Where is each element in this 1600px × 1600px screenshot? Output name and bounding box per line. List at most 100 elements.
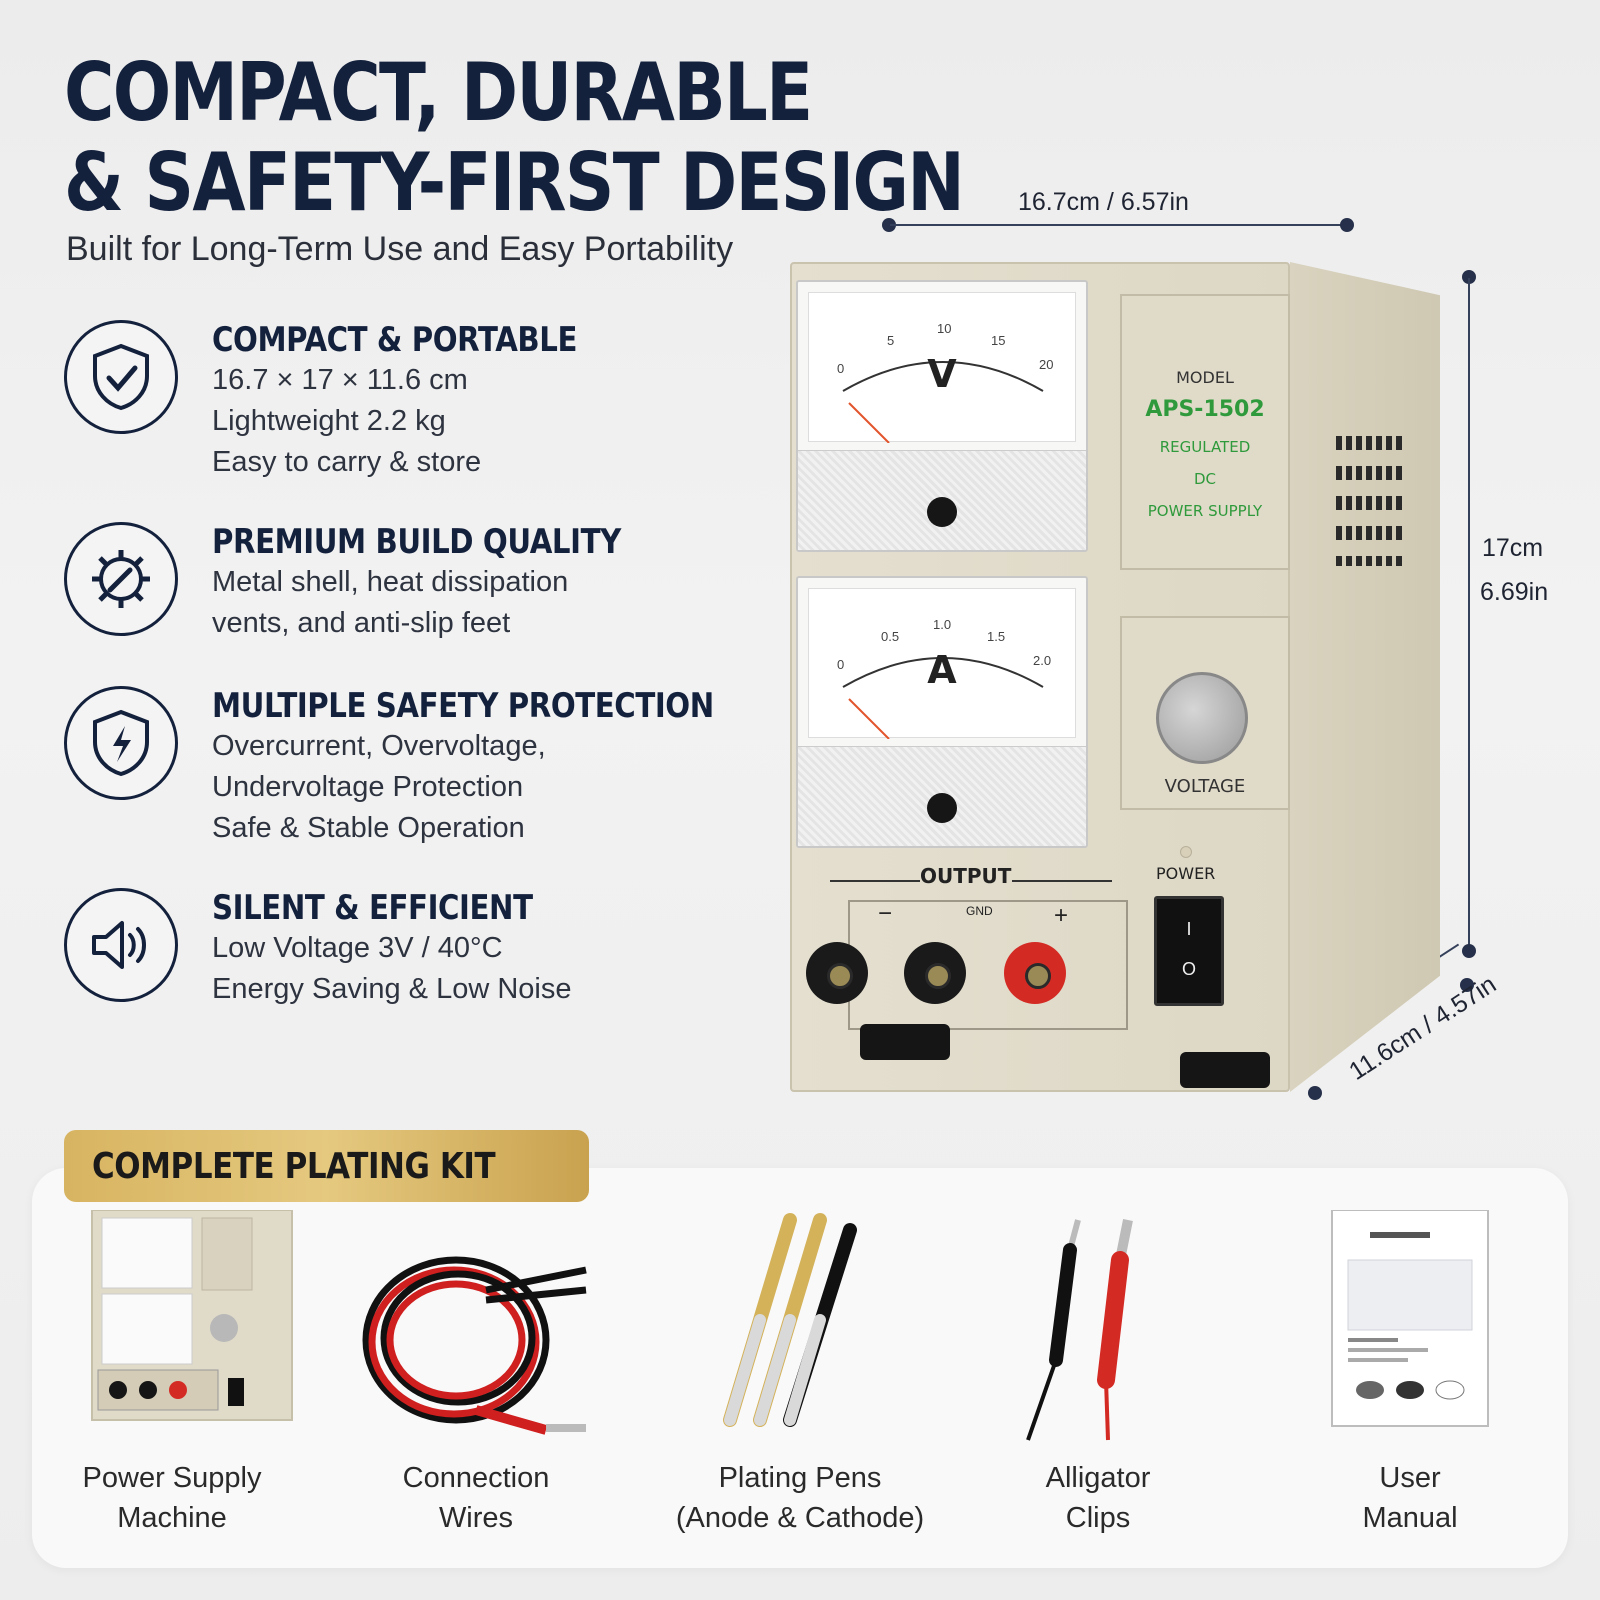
kit-item-label: Machine — [117, 1502, 227, 1534]
kit-badge: COMPLETE PLATING KIT — [64, 1130, 589, 1202]
voltage-label: VOLTAGE — [1164, 776, 1246, 797]
kit-item-alligator-clips: Alligator Clips — [958, 1210, 1238, 1540]
device-side-panel — [1290, 262, 1440, 1092]
vent-slots — [1336, 436, 1406, 566]
kit-item-wires: Connection Wires — [336, 1210, 616, 1540]
voltmeter-unit: V — [927, 352, 957, 396]
divider — [830, 880, 920, 882]
power-supply-icon — [32, 1209, 312, 1450]
minus-label: − — [878, 900, 893, 927]
height-dimension-line — [1468, 278, 1470, 948]
dimension-endpoint — [1340, 218, 1354, 232]
kit-item-label: Manual — [1362, 1502, 1458, 1534]
scale-label: 2.0 — [1033, 653, 1052, 668]
scale-label: 10 — [937, 321, 952, 336]
power-label: POWER — [1156, 864, 1216, 883]
kit-item-user-manual: User Manual — [1270, 1209, 1550, 1540]
voltage-knob[interactable] — [1156, 672, 1248, 764]
page-title: COMPACT, DURABLE & SAFETY-FIRST DESIGN — [64, 46, 965, 229]
rubber-foot — [860, 1024, 950, 1060]
power-switch[interactable]: I O — [1154, 896, 1224, 1006]
feature-line: Metal shell, heat dissipation — [212, 566, 569, 598]
feature-line: Overcurrent, Overvoltage, — [212, 730, 546, 762]
width-dimension-line — [890, 224, 1346, 226]
kit-item-label: Plating Pens — [718, 1462, 882, 1494]
feature-safety-protection: MULTIPLE SAFETY PROTECTION Overcurrent, … — [64, 686, 714, 856]
dimension-endpoint — [1462, 270, 1476, 284]
ammeter-face: 0 0.5 1.0 1.5 2.0 — [808, 588, 1076, 739]
kit-item-label: Power Supply — [82, 1462, 262, 1494]
scale-label: 5 — [887, 333, 895, 348]
switch-off-label: O — [1181, 959, 1196, 979]
headline-line-2: & SAFETY-FIRST DESIGN — [64, 136, 965, 229]
feature-line: 16.7 × 17 × 11.6 cm — [212, 364, 468, 396]
kit-badge-label: COMPLETE PLATING KIT — [92, 1145, 496, 1187]
kit-item-label: Connection — [402, 1462, 550, 1494]
feature-line: Undervoltage Protection — [212, 771, 524, 803]
scale-label: 0 — [837, 657, 845, 672]
dimension-endpoint — [1462, 944, 1476, 958]
manual-icon — [1270, 1209, 1550, 1450]
ammeter-unit: A — [927, 648, 957, 692]
feature-line: Energy Saving & Low Noise — [212, 973, 572, 1005]
wires-icon — [336, 1210, 616, 1450]
scale-label: 1.5 — [987, 629, 1006, 644]
scale-label: 0.5 — [881, 629, 900, 644]
kit-item-label: Alligator — [1045, 1462, 1151, 1494]
panel-text: REGULATED — [1159, 438, 1251, 456]
gnd-label: GND — [966, 904, 993, 918]
scale-label: 15 — [991, 333, 1006, 348]
width-dimension-label: 16.7cm / 6.57in — [1018, 188, 1189, 216]
model-label: MODEL — [1176, 368, 1234, 387]
feature-title: MULTIPLE SAFETY PROTECTION — [212, 686, 714, 726]
ammeter: 0 0.5 1.0 1.5 2.0 A — [796, 576, 1088, 848]
feature-title: COMPACT & PORTABLE — [212, 320, 578, 360]
zero-adjust-knob[interactable] — [927, 793, 957, 823]
kit-item-label: User — [1379, 1462, 1441, 1494]
model-panel: MODEL APS-1502 REGULATED DC POWER SUPPLY — [1120, 294, 1290, 570]
scale-label: 0 — [837, 361, 845, 376]
dimension-endpoint — [882, 218, 896, 232]
shield-check-icon — [64, 320, 178, 434]
dimension-endpoint — [1308, 1086, 1322, 1100]
power-indicator — [1180, 846, 1192, 858]
alligator-clips-icon — [958, 1210, 1238, 1450]
plus-label: + — [1054, 902, 1069, 929]
feature-title: SILENT & EFFICIENT — [212, 888, 533, 928]
divider — [1012, 880, 1112, 882]
height-dimension-label-in: 6.69in — [1480, 578, 1549, 606]
dimension-endpoint — [1460, 978, 1474, 992]
page-subtitle: Built for Long-Term Use and Easy Portabi… — [66, 230, 734, 268]
scale-label: 1.0 — [933, 617, 952, 632]
voltmeter-face: 0 5 10 15 20 — [808, 292, 1076, 443]
switch-on-label: I — [1186, 919, 1192, 939]
kit-item-label: Clips — [1065, 1502, 1131, 1534]
feature-line: Safe & Stable Operation — [212, 812, 525, 844]
ground-terminal[interactable] — [904, 942, 966, 1004]
plating-pens-icon — [660, 1210, 940, 1450]
kit-item-label: (Anode & Cathode) — [675, 1502, 925, 1534]
feature-build-quality: PREMIUM BUILD QUALITY Metal shell, heat … — [64, 522, 704, 652]
kit-item-label: Wires — [438, 1502, 514, 1534]
negative-terminal[interactable] — [806, 942, 868, 1004]
kit-item-plating-pens: Plating Pens (Anode & Cathode) — [660, 1210, 940, 1540]
feature-line: Lightweight 2.2 kg — [212, 405, 446, 437]
kit-item-power-supply: Power Supply Machine — [32, 1209, 312, 1540]
shield-bolt-icon — [64, 686, 178, 800]
scale-label: 20 — [1039, 357, 1054, 372]
zero-adjust-knob[interactable] — [927, 497, 957, 527]
rubber-foot — [1180, 1052, 1270, 1088]
positive-terminal[interactable] — [1004, 942, 1066, 1004]
feature-line: vents, and anti-slip feet — [212, 607, 511, 639]
panel-text: DC — [1193, 470, 1217, 488]
feature-silent-efficient: SILENT & EFFICIENT Low Voltage 3V / 40°C… — [64, 888, 704, 1018]
height-dimension-label-cm: 17cm — [1482, 534, 1544, 562]
feature-title: PREMIUM BUILD QUALITY — [212, 522, 621, 562]
feature-line: Easy to carry & store — [212, 446, 482, 478]
voltmeter: 0 5 10 15 20 V — [796, 280, 1088, 552]
speaker-icon — [64, 888, 178, 1002]
voltage-panel: VOLTAGE — [1120, 616, 1290, 810]
panel-text: POWER SUPPLY — [1147, 502, 1263, 520]
headline-line-1: COMPACT, DURABLE — [64, 46, 813, 139]
output-label: OUTPUT — [920, 864, 1012, 888]
